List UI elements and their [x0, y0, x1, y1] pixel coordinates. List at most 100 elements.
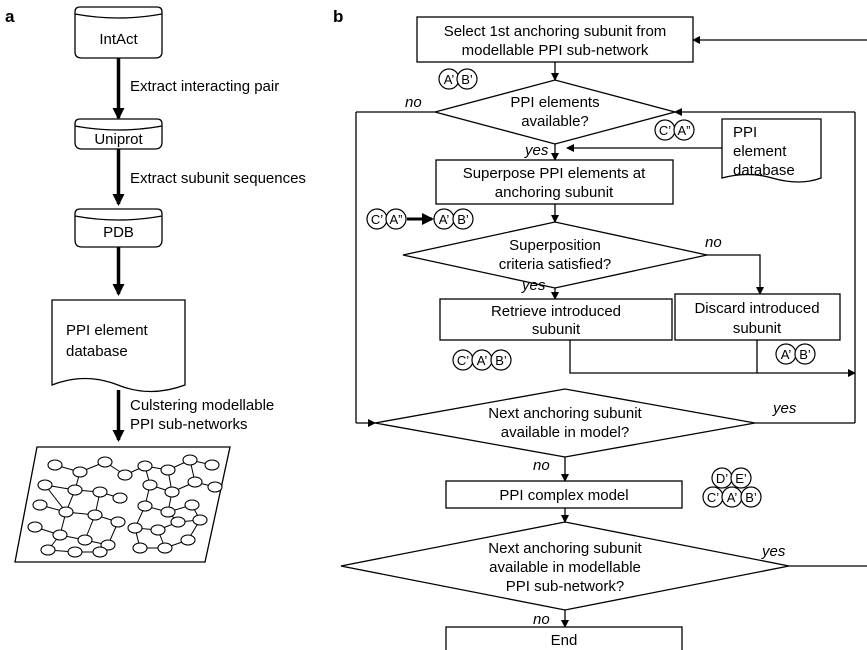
no-label: no	[705, 234, 722, 251]
docb-line-2: element	[733, 143, 787, 160]
network-node	[150, 524, 166, 536]
subunit-b: B’	[457, 212, 469, 227]
doc-line-1: PPI element	[66, 322, 149, 339]
step-extract-pair: Extract interacting pair	[130, 78, 279, 95]
decision-ppi-elements	[432, 79, 678, 145]
network-node	[27, 521, 43, 533]
ppi-complex-model-box	[445, 480, 683, 509]
network-node	[160, 464, 176, 476]
network-node	[77, 534, 93, 546]
doc-line-2: database	[66, 343, 128, 360]
arrow	[707, 254, 764, 295]
d2-line-1: Superposition	[509, 237, 601, 254]
cluster-step-line-1: Culstering modellable	[130, 397, 274, 414]
network-node	[112, 492, 128, 504]
network-node	[37, 479, 53, 491]
panel-b-label: b	[333, 7, 343, 26]
retrieve-box	[439, 298, 673, 341]
subunit-group-4: A’ B’	[775, 343, 816, 365]
subunit-b: B’	[799, 347, 811, 362]
intact-database	[74, 6, 163, 59]
end-box	[445, 626, 683, 650]
ppi-network-graph	[27, 454, 223, 558]
network-node	[192, 514, 208, 526]
subunit-c: C’	[457, 353, 469, 368]
retrieve-line-1: Retrieve introduced	[491, 303, 621, 320]
d4-line-3: PPI sub-network?	[506, 578, 624, 595]
decision-next-anchor-model	[374, 388, 756, 458]
network-node	[137, 500, 153, 512]
subunit-group-2: C’ A”	[654, 119, 695, 141]
network-frame	[14, 446, 231, 563]
docb-line-1: PPI	[733, 124, 757, 141]
network-node	[137, 460, 153, 472]
network-node	[182, 454, 198, 466]
uniprot-label: Uniprot	[94, 131, 143, 148]
uniprot-database	[74, 118, 163, 150]
subunit-a2: A”	[678, 123, 691, 138]
subunit-c: C’	[707, 490, 719, 505]
subunit-c: C’	[659, 123, 671, 138]
network-node	[132, 542, 148, 554]
model-label: PPI complex model	[499, 487, 628, 504]
cluster-step-line-2: PPI sub-networks	[130, 416, 248, 433]
network-node	[157, 542, 173, 554]
select-anchor-box	[416, 16, 694, 63]
discard-line-1: Discard introduced	[694, 300, 819, 317]
subunit-a: A’	[781, 347, 792, 362]
superpose-line-1: Superpose PPI elements at	[463, 165, 646, 182]
d3-line-2: available in model?	[501, 424, 629, 441]
subunit-a: A’	[444, 72, 455, 87]
network-node	[127, 522, 143, 534]
no-label: no	[533, 457, 550, 474]
subunit-a: A’	[727, 490, 738, 505]
docb-line-3: database	[733, 162, 795, 179]
subunit-a: A’	[477, 353, 488, 368]
network-node	[207, 481, 223, 493]
network-node	[92, 546, 108, 558]
no-label: no	[405, 94, 422, 111]
intact-label: IntAct	[99, 31, 138, 48]
network-node	[52, 529, 68, 541]
retrieve-line-2: subunit	[532, 321, 581, 338]
network-node	[97, 456, 113, 468]
discard-box	[674, 293, 841, 341]
network-node	[187, 476, 203, 488]
network-node	[170, 516, 186, 528]
subunit-e: E’	[735, 471, 747, 486]
subunit-transfer: C’ A” A’ B’	[366, 208, 474, 230]
network-node	[160, 506, 176, 518]
select-line-2: modellable PPI sub-network	[462, 42, 649, 59]
end-label: End	[551, 632, 578, 649]
network-node	[87, 509, 103, 521]
d4-line-2: available in modellable	[489, 559, 641, 576]
subunit-b: B’	[745, 490, 757, 505]
network-node	[58, 506, 74, 518]
d1-line-1: PPI elements	[510, 94, 599, 111]
subunit-group-3: C’ A’ B’	[452, 349, 512, 371]
step-extract-sequences: Extract subunit sequences	[130, 170, 306, 187]
network-node	[67, 546, 83, 558]
panel-a-label: a	[5, 7, 15, 26]
pdb-label: PDB	[103, 224, 134, 241]
discard-line-2: subunit	[733, 320, 782, 337]
yes-label: yes	[521, 277, 546, 294]
ppi-element-database-doc-b	[721, 118, 822, 183]
pdb-database	[74, 208, 163, 248]
subunit-d: D’	[716, 471, 728, 486]
subunit-c: C’	[371, 212, 383, 227]
network-node	[92, 486, 108, 498]
superpose-line-2: anchoring subunit	[495, 184, 614, 201]
network-node	[180, 534, 196, 546]
yes-label: yes	[772, 400, 797, 417]
subunit-a2: A”	[390, 212, 403, 227]
network-node	[40, 544, 56, 556]
network-node	[142, 479, 158, 491]
select-line-1: Select 1st anchoring subunit from	[444, 23, 667, 40]
yes-label: yes	[524, 142, 549, 159]
network-node	[100, 539, 116, 551]
network-node	[164, 486, 180, 498]
network-node	[32, 499, 48, 511]
d2-line-2: criteria satisfied?	[499, 256, 612, 273]
